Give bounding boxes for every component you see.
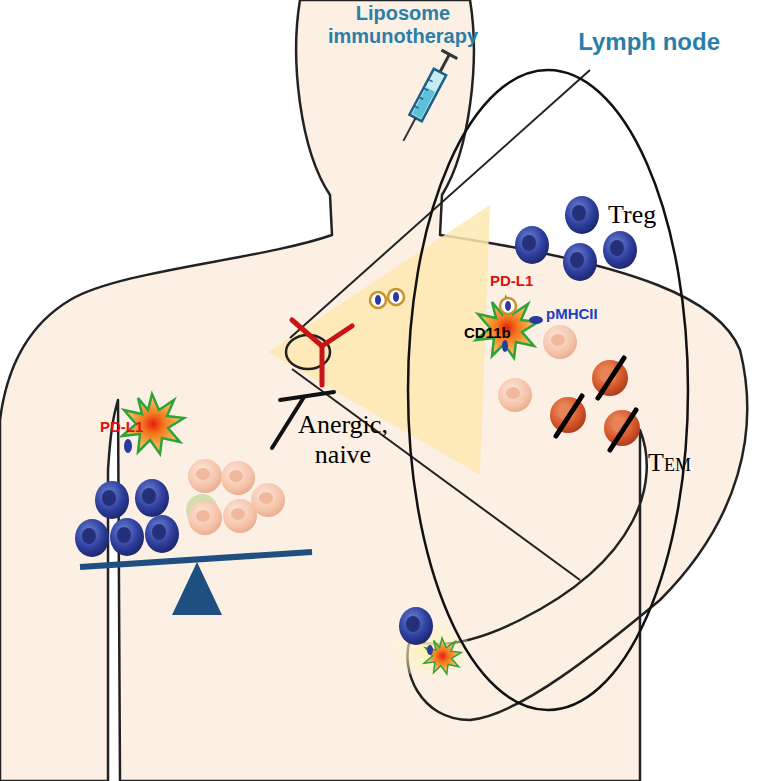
molecule-label: pMHCII: [546, 305, 616, 322]
molecule-label: PD-L1: [100, 418, 160, 435]
therapy-label: Liposome immunotherapy: [318, 2, 488, 48]
node-outline: [398, 28, 720, 720]
node-heading: Lymph node: [578, 28, 720, 56]
cell-label: TEM: [648, 448, 708, 478]
molecule-label: CD11b: [464, 324, 524, 341]
cell-state-label: Anergic, naive: [284, 410, 402, 470]
lymph-node: Lymph node: [398, 28, 720, 720]
cell-label: Treg: [608, 200, 688, 230]
molecule-label: PD-L1: [490, 272, 550, 289]
